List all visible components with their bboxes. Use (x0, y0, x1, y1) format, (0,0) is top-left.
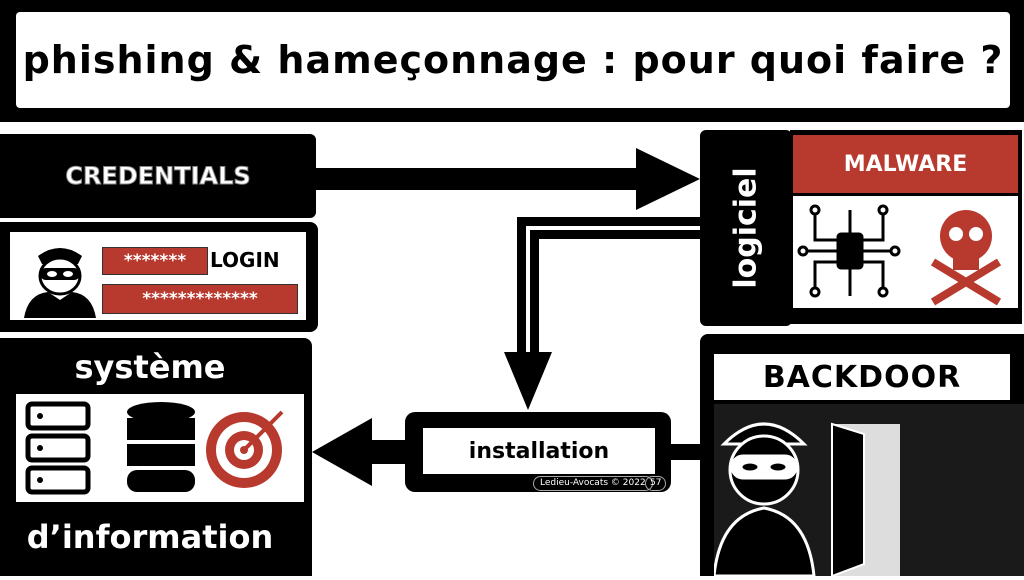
database-icon (127, 402, 195, 492)
page-number: 57 (645, 476, 667, 491)
systeme-information-panel: système d’information (0, 338, 312, 576)
backdoor-header: BACKDOOR (714, 354, 1010, 400)
arrow-inner-line (526, 226, 700, 360)
installation-label: installation (423, 428, 655, 474)
login-label: LOGIN (210, 248, 280, 272)
login-panel: ******* LOGIN ************* (0, 222, 318, 332)
footer-credit: Ledieu-Avocats © 2022 (533, 476, 653, 491)
backdoor-panel: BACKDOOR (700, 334, 1024, 578)
slide-title: phishing & hameçonnage : pour quoi faire… (16, 12, 1010, 108)
password-field: ************* (102, 284, 298, 314)
malware-header: MALWARE (793, 135, 1018, 193)
server-icon (25, 401, 91, 495)
system-icons (25, 401, 284, 495)
username-field: ******* (102, 247, 208, 275)
arrow-credentials-to-logiciel (310, 168, 650, 190)
hacker-icon (24, 248, 96, 318)
arrow-logiciel-to-installation (517, 217, 700, 360)
installation-box: installation Ledieu-Avocats © 2022 57 (405, 412, 671, 492)
arrowhead-right (636, 148, 700, 210)
arrowhead-left (312, 418, 372, 486)
logiciel-label: logiciel (728, 167, 764, 289)
malware-body (793, 196, 1018, 308)
target-icon (206, 410, 284, 488)
chip-icon (797, 204, 901, 298)
connector-backdoor (668, 444, 708, 460)
logiciel-panel: logiciel (700, 130, 792, 326)
skull-crossbones-icon (930, 210, 1002, 306)
information-label: d’information (26, 518, 274, 556)
systeme-label: système (74, 348, 226, 386)
hacker-icon (712, 422, 816, 578)
credentials-banner: CREDENTIALS (0, 134, 316, 218)
backdoor-illustration (712, 404, 1024, 578)
arrowhead-down (504, 352, 552, 410)
door-icon (831, 422, 900, 578)
